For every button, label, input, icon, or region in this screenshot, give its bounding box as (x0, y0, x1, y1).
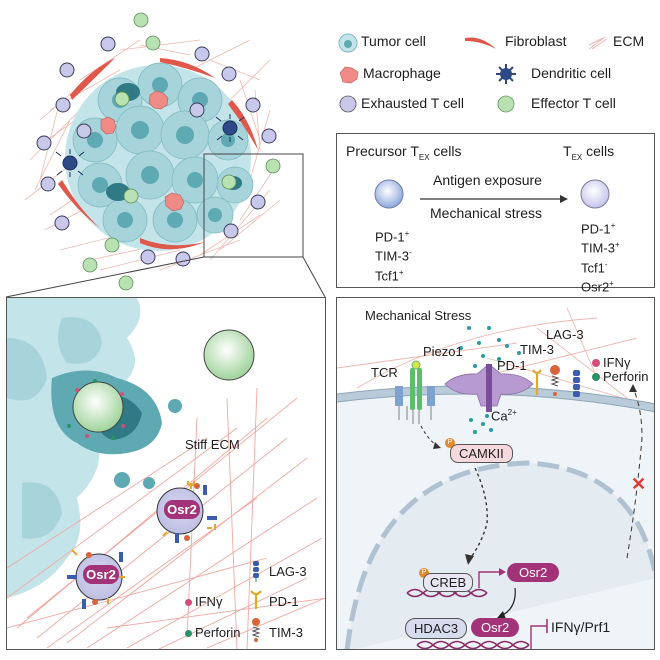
calcium-ions (459, 326, 521, 434)
tex-transition-panel: Precursor TEX cells TEX cells Antigen ex… (336, 133, 655, 294)
tcr-complex (395, 360, 435, 424)
stiff-ecm-label: Stiff ECM (185, 437, 240, 452)
transition-arrow-icon (420, 195, 568, 203)
pd1-receptor (532, 369, 542, 395)
mechanism-panel: Mechanical Stress Piezo1 TCR PD-1 TIM-3 … (336, 297, 655, 650)
legend-label-lag3: LAG-3 (269, 564, 307, 579)
arrow-label-antigen-exposure: Antigen exposure (433, 172, 542, 188)
blocked-secretion-path (626, 387, 643, 559)
perforin-label: Perforin (603, 369, 649, 384)
piezo1-label: Piezo1 (423, 344, 463, 359)
ifng-dot-icon (185, 599, 192, 606)
target-genes-label: IFNγ/Prf1 (551, 619, 611, 635)
surface-receptors (67, 481, 217, 609)
perforin-dot-icon (185, 630, 192, 637)
precursor-tex-cell-icon (374, 179, 404, 209)
tumor-mass (65, 62, 254, 251)
tumor-microenvironment-illustration (5, 12, 326, 298)
lag3-label: LAG-3 (546, 327, 584, 342)
hdac3-node: HDAC3 (405, 618, 468, 639)
osr2-node: Osr2 (507, 563, 560, 582)
zoomed-tumor-cells (7, 298, 182, 598)
blocked-x-icon: ✕ (631, 474, 647, 494)
legend-label-ecm: ECM (613, 33, 645, 49)
lag3-receptor (573, 370, 580, 397)
ifng-label: IFNγ (603, 355, 631, 370)
tim3-label: TIM-3 (520, 342, 554, 357)
legend-label-dendritic-cell: Dendritic cell (531, 65, 612, 81)
dendritic-cells (55, 114, 245, 177)
legend-label-ifng: IFNγ (195, 594, 223, 609)
camkii-node: CAMKII (450, 444, 513, 463)
creb-node: CREB (423, 573, 474, 592)
zoomed-region-illustration: Osr2 Osr2 (7, 298, 325, 649)
phospho-icon-creb: P (419, 568, 429, 578)
calcium-label: Ca2+ (491, 408, 517, 424)
tim3-receptor-icon (251, 618, 261, 642)
ifng-dot-icon (592, 359, 600, 367)
effector-t-cell-icon (497, 95, 515, 113)
dna-helix-2 (416, 640, 530, 649)
osr2-bound-node: Osr2 (471, 618, 520, 637)
effector-t-cell-engaged (72, 381, 124, 433)
piezo1-channel (444, 363, 534, 412)
macrophages (100, 90, 185, 212)
legend-label-tumor-cell: Tumor cell (361, 33, 426, 49)
phospho-icon-camkii: P (445, 438, 455, 448)
tex-cell-icon (580, 179, 610, 209)
tcr-label: TCR (371, 365, 398, 380)
ecm-icon (588, 36, 608, 50)
legend-label-tim3: TIM-3 (269, 625, 303, 640)
nucleus-envelope (344, 460, 654, 649)
fibroblast-icon (465, 37, 496, 49)
tumor-cell-icon (338, 33, 358, 53)
mechanical-stress-label: Mechanical Stress (365, 308, 472, 323)
legend-label-effector-t-cell: Effector T cell (531, 95, 616, 111)
zoomed-tumor-region-panel: Osr2 Osr2 Stiff ECM LAG-3 IFNγ PD-1 Perf… (6, 297, 326, 650)
effector-t-cells (82, 12, 281, 291)
precursor-tex-title: Precursor TEX cells (346, 143, 462, 162)
legend-label-perforin: Perforin (195, 625, 241, 640)
osr2-nucleus-badge-1 (164, 500, 200, 519)
osr2-label-2: Osr2 (86, 567, 116, 582)
legend-label-macrophage: Macrophage (363, 65, 441, 81)
pd1-receptor-icon (250, 590, 262, 609)
cell-type-legend: Tumor cell Fibroblast ECM Macrophage Den… (335, 25, 660, 120)
macrophage-icon (339, 66, 359, 84)
exhausted-t-cell-icon (339, 95, 357, 113)
signaling-pathway-illustration (337, 307, 654, 649)
precursor-marker-list: PD-1+ TIM-3- Tcf1+ (375, 229, 412, 283)
legend-label-exhausted-t-cell: Exhausted T cell (361, 95, 464, 111)
pd1-label: PD-1 (497, 358, 527, 373)
tex-title: TEX cells (563, 143, 615, 162)
dendritic-cell-icon (496, 64, 516, 84)
legend-label-fibroblast: Fibroblast (505, 33, 567, 49)
arrow-label-mechanical-stress: Mechanical stress (430, 205, 543, 221)
zoom-region-box (203, 153, 304, 258)
ecm-fibers-top (337, 307, 654, 408)
fibroblasts (58, 58, 258, 250)
effector-t-cell-large (203, 329, 255, 381)
secreted-granules (67, 379, 125, 440)
tim3-receptor (550, 365, 560, 396)
osr2-nucleus-badge-2 (83, 565, 119, 584)
osr2-label-1: Osr2 (167, 502, 197, 517)
perforin-dot-icon (592, 373, 600, 381)
exhausted-t-cells (36, 36, 277, 267)
legend-label-pd1: PD-1 (269, 594, 299, 609)
tex-marker-list: PD-1+ TIM-3+ Tcf1- Osr2+ (581, 221, 620, 295)
lag3-receptor-icon (253, 561, 259, 582)
